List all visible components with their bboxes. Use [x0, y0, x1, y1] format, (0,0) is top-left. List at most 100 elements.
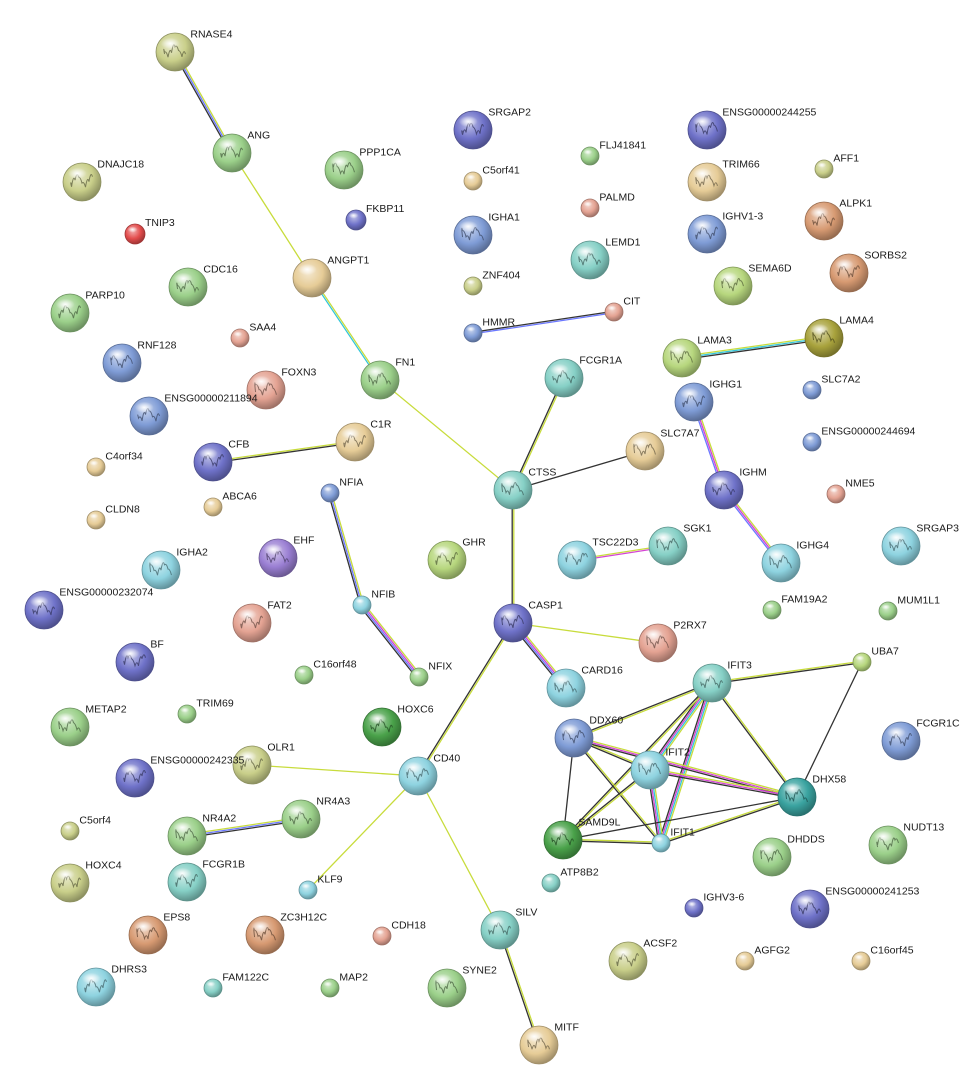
node-fam19a2[interactable]: FAM19A2	[762, 594, 828, 620]
edge-ifit3-dhx58[interactable]	[710, 681, 799, 799]
node-fam122c[interactable]: FAM122C	[203, 972, 270, 998]
node-silv[interactable]: SILV	[480, 907, 537, 950]
node-znf404[interactable]: ZNF404	[463, 270, 520, 296]
node-nfix[interactable]: NFIX	[409, 661, 452, 687]
node-hoxc6[interactable]: HOXC6	[362, 704, 434, 747]
node-ctss[interactable]: CTSS	[493, 467, 556, 510]
edge-uba7-dhx58[interactable]	[796, 661, 863, 798]
node-ddx60[interactable]: DDX60	[554, 715, 623, 758]
edge-ifit3-ddx60[interactable]	[573, 681, 713, 740]
node-cdh18[interactable]: CDH18	[372, 920, 426, 946]
node-angpt1[interactable]: ANGPT1	[292, 255, 370, 298]
node-uba7[interactable]: UBA7	[852, 646, 899, 672]
edge-lama3-lama4[interactable]	[681, 335, 825, 361]
node-zc3h12c[interactable]: ZC3H12C	[245, 912, 327, 955]
node-foxn3[interactable]: FOXN3	[246, 367, 317, 410]
node-ensg00000244694[interactable]: ENSG00000244694	[802, 426, 916, 452]
node-cit[interactable]: CIT	[604, 296, 641, 322]
node-saa4[interactable]: SAA4	[230, 322, 276, 348]
edge-nfia-nfib[interactable]	[327, 491, 365, 607]
node-igha1[interactable]: IGHA1	[453, 212, 520, 255]
node-ppp1ca[interactable]: PPP1CA	[324, 147, 401, 190]
edge-olr1-cd40[interactable]	[251, 764, 419, 777]
node-sorbs2[interactable]: SORBS2	[829, 250, 907, 293]
node-fcgr1c[interactable]: FCGR1C	[881, 718, 960, 761]
node-ifit2[interactable]: IFIT2	[630, 747, 690, 790]
edge-fn1-ctss[interactable]	[379, 379, 514, 491]
node-ighm[interactable]: IGHM	[704, 467, 767, 510]
node-map2[interactable]: MAP2	[320, 972, 368, 998]
edge-cfb-c1r[interactable]	[212, 440, 356, 464]
node-klf9[interactable]: KLF9	[298, 874, 343, 900]
node-bf[interactable]: BF	[115, 639, 164, 682]
node-tnip3[interactable]: TNIP3	[124, 217, 175, 245]
edge-ifit2-dhx58[interactable]	[649, 767, 798, 800]
edge-samd9l-dhx58[interactable]	[562, 796, 798, 841]
node-alpk1[interactable]: ALPK1	[804, 198, 872, 241]
node-flj41841[interactable]: FLJ41841	[580, 140, 646, 166]
node-fn1[interactable]: FN1	[360, 357, 415, 400]
node-ehf[interactable]: EHF	[258, 535, 314, 578]
node-dhrs3[interactable]: DHRS3	[76, 964, 147, 1007]
node-nudt13[interactable]: NUDT13	[868, 822, 944, 865]
node-eps8[interactable]: EPS8	[128, 912, 190, 955]
node-metap2[interactable]: METAP2	[50, 704, 127, 747]
node-ghr[interactable]: GHR	[427, 537, 486, 580]
node-card16[interactable]: CARD16	[546, 665, 623, 708]
node-parp10[interactable]: PARP10	[50, 290, 125, 333]
node-nfia[interactable]: NFIA	[320, 477, 363, 503]
node-rnase4[interactable]: RNASE4	[155, 29, 233, 72]
node-casp1[interactable]: CASP1	[493, 600, 563, 643]
edge-casp1-p2rx7[interactable]	[512, 622, 659, 644]
node-ifit1[interactable]: IFIT1	[651, 827, 695, 853]
node-dhdds[interactable]: DHDDS	[752, 834, 825, 877]
node-nr4a2[interactable]: NR4A2	[167, 813, 236, 856]
node-srgap2[interactable]: SRGAP2	[453, 107, 531, 150]
node-palmd[interactable]: PALMD	[580, 192, 635, 218]
node-p2rx7[interactable]: P2RX7	[638, 620, 707, 663]
node-cfb[interactable]: CFB	[193, 439, 249, 482]
node-rnf128[interactable]: RNF128	[102, 340, 177, 383]
node-ang[interactable]: ANG	[212, 130, 270, 173]
node-c16orf48[interactable]: C16orf48	[294, 659, 357, 685]
node-ensg00000211894[interactable]: ENSG00000211894	[129, 393, 258, 436]
node-cdc16[interactable]: CDC16	[168, 264, 238, 307]
node-tsc22d3[interactable]: TSC22D3	[557, 537, 639, 580]
node-aff1[interactable]: AFF1	[814, 153, 859, 179]
edge-fcgr1a-ctss[interactable]	[511, 377, 566, 491]
node-ifit3[interactable]: IFIT3	[692, 660, 752, 703]
node-ensg00000241253[interactable]: ENSG00000241253	[790, 886, 920, 929]
node-dhx58[interactable]: DHX58	[777, 774, 846, 817]
node-sgk1[interactable]: SGK1	[648, 523, 712, 566]
node-c5orf4[interactable]: C5orf4	[60, 815, 111, 841]
node-acsf2[interactable]: ACSF2	[608, 938, 677, 981]
node-agfg2[interactable]: AGFG2	[735, 945, 790, 971]
node-olr1[interactable]: OLR1	[232, 742, 295, 785]
node-srgap3[interactable]: SRGAP3	[881, 523, 959, 566]
node-ighv1-3[interactable]: IGHV1-3	[687, 211, 763, 254]
edge-nfib-nfix[interactable]	[359, 602, 422, 680]
node-ighg4[interactable]: IGHG4	[761, 540, 829, 583]
node-c16orf45[interactable]: C16orf45	[851, 945, 914, 971]
node-atp8b2[interactable]: ATP8B2	[541, 867, 599, 893]
edge-angpt1-fn1[interactable]	[310, 276, 382, 382]
node-sema6d[interactable]: SEMA6D	[713, 263, 792, 306]
node-ensg00000232074[interactable]: ENSG00000232074	[24, 587, 154, 630]
edge-cd40-silv[interactable]	[417, 775, 501, 931]
edge-ifit3-uba7[interactable]	[711, 660, 863, 685]
node-syne2[interactable]: SYNE2	[427, 965, 497, 1008]
node-slc7a2[interactable]: SLC7A2	[802, 374, 861, 400]
node-trim66[interactable]: TRIM66	[687, 159, 760, 202]
edge-silv-mitf[interactable]	[498, 929, 541, 1046]
node-fat2[interactable]: FAT2	[232, 600, 292, 643]
node-cd40[interactable]: CD40	[398, 753, 460, 796]
node-slc7a7[interactable]: SLC7A7	[625, 428, 700, 471]
edge-ctss-casp1[interactable]	[511, 489, 515, 624]
node-hmmr[interactable]: HMMR	[463, 317, 515, 343]
node-ighv3-6[interactable]: IGHV3-6	[684, 892, 744, 918]
node-nr4a3[interactable]: NR4A3	[281, 796, 350, 839]
edge-ang-angpt1[interactable]	[231, 152, 313, 279]
node-c5orf41[interactable]: C5orf41	[463, 165, 520, 191]
node-c4orf34[interactable]: C4orf34	[86, 451, 143, 477]
node-abca6[interactable]: ABCA6	[203, 491, 257, 517]
